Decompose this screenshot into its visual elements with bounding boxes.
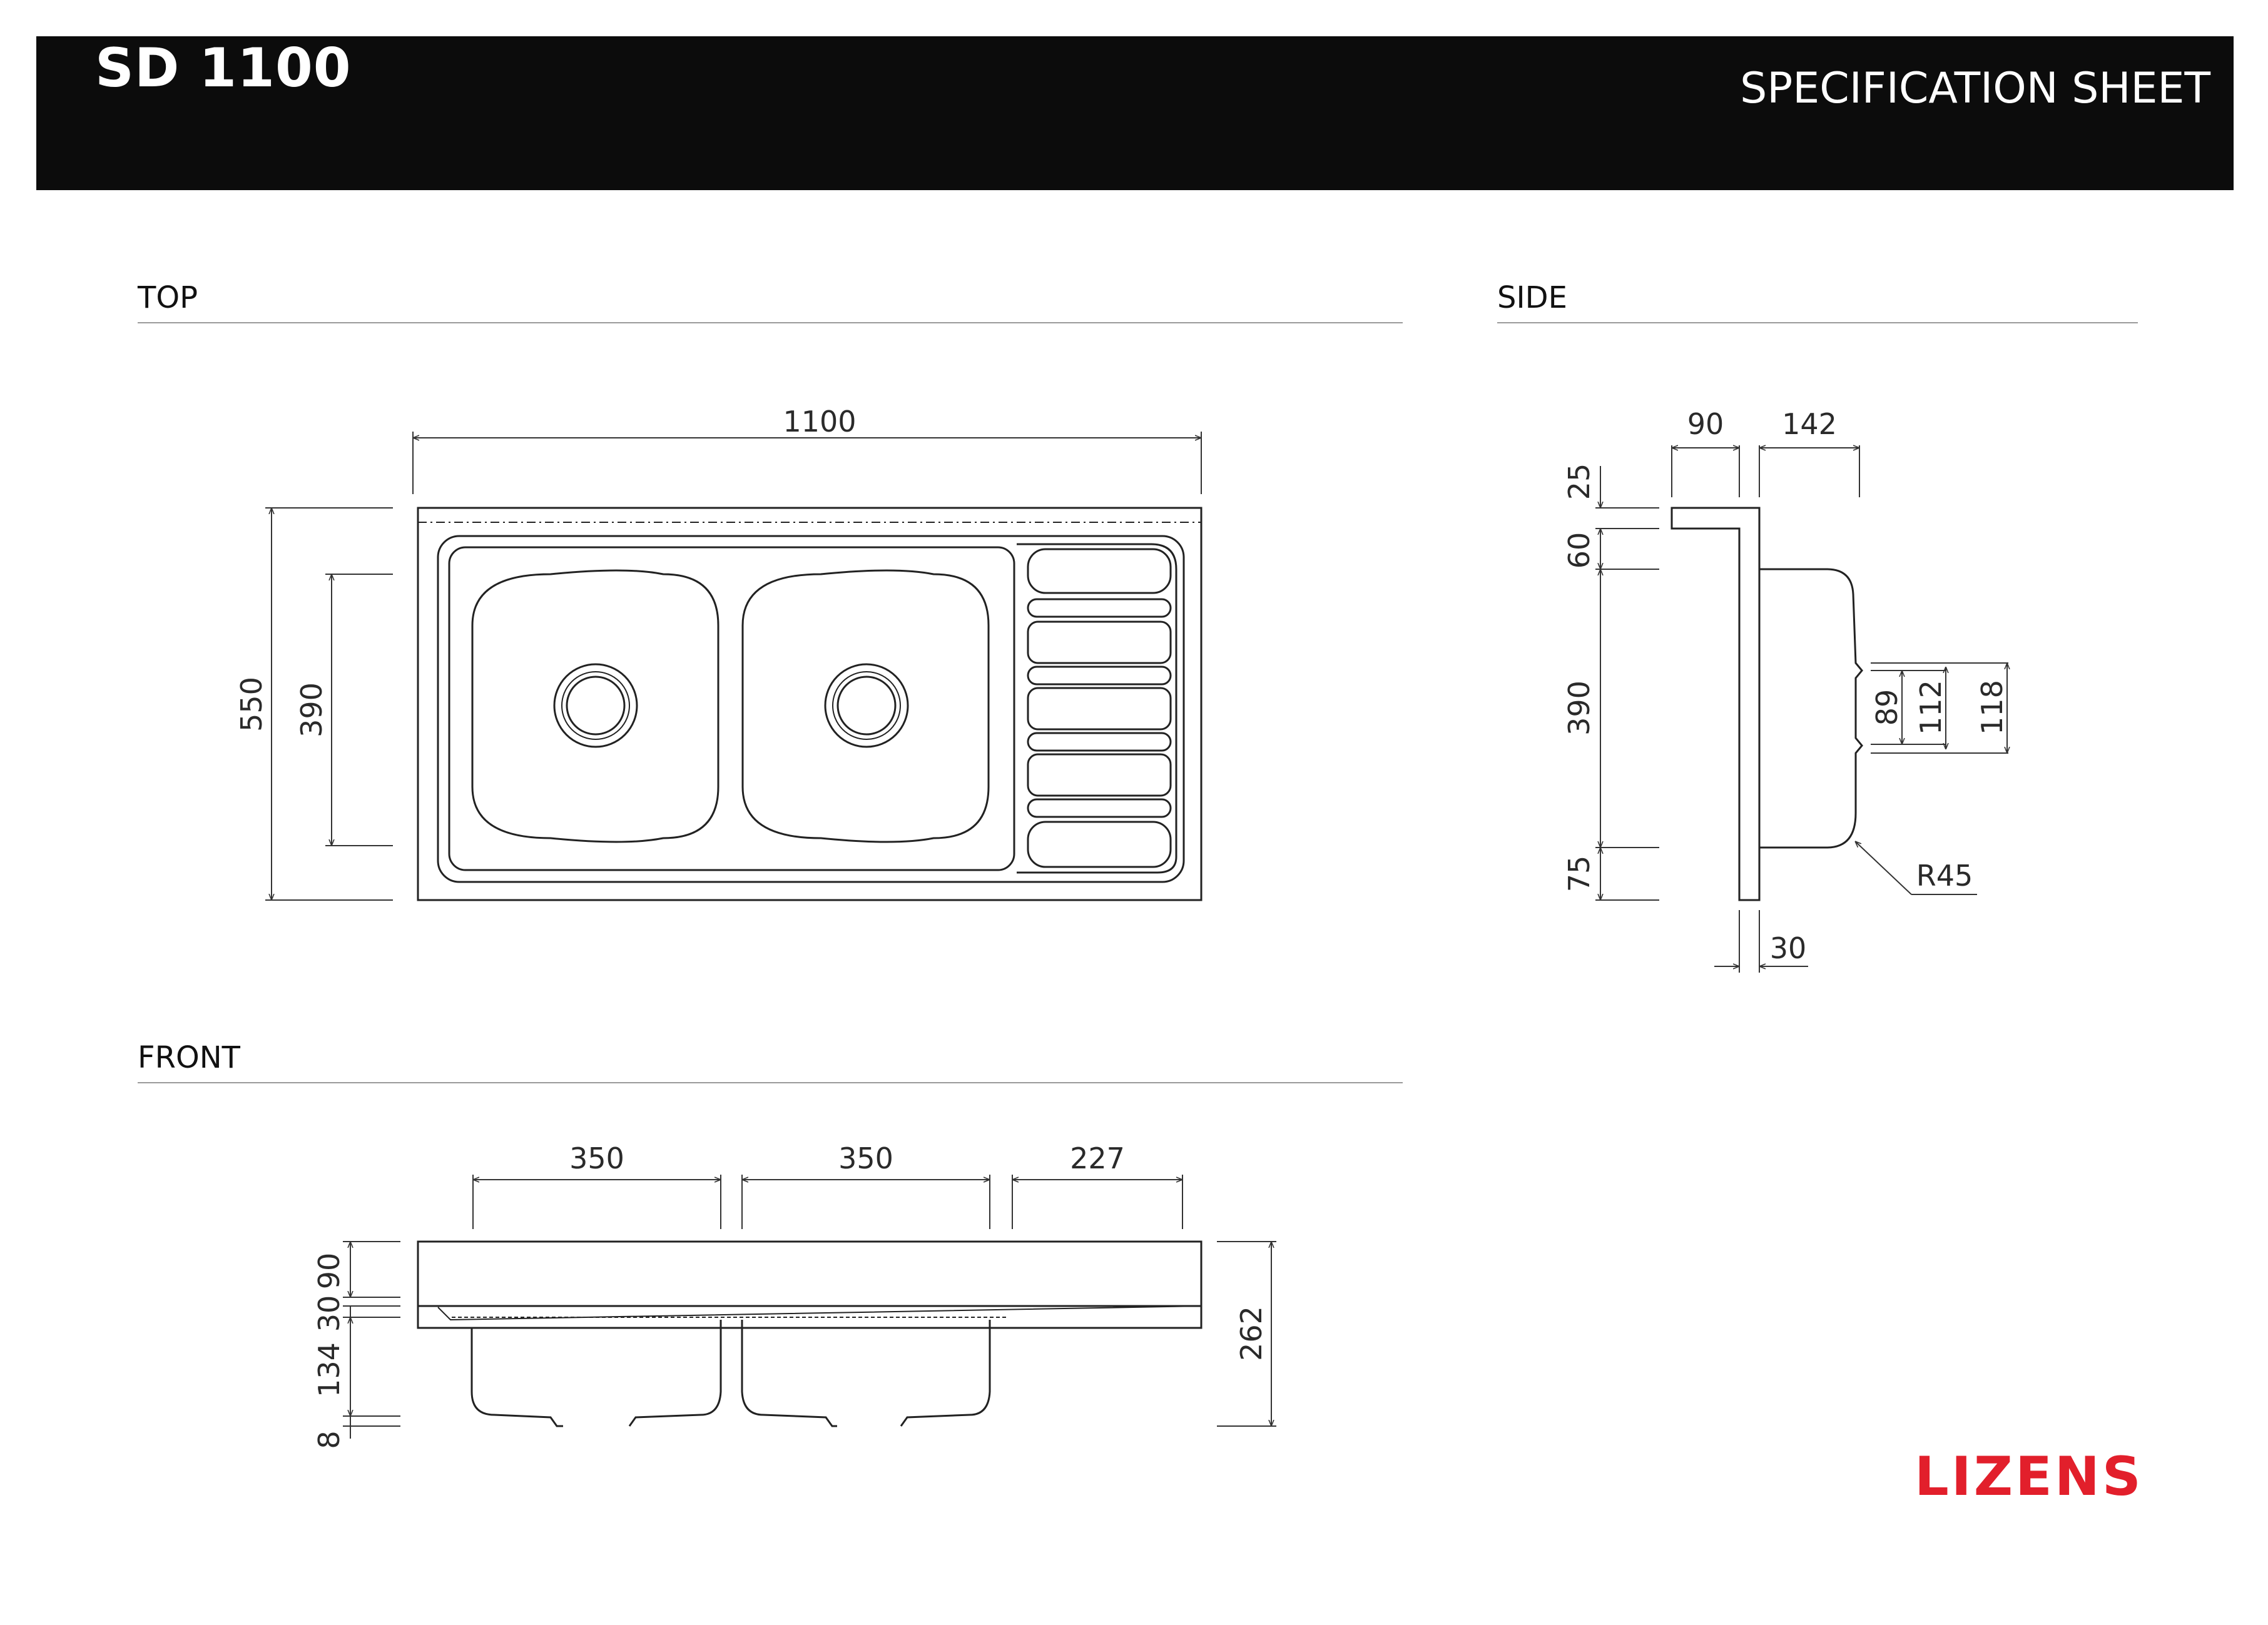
front-dimensions [343,1175,1276,1439]
drainer-rib-6 [1027,732,1172,752]
top-view [417,507,1203,901]
top-drain-2-mid [832,671,901,740]
dim-label-side-lower-gap: 75 [1562,856,1596,893]
dim-label-bowl-1-width: 350 [569,1142,624,1175]
dim-label-side-offset: 142 [1782,407,1837,441]
drainer-rib-8 [1027,798,1172,818]
top-bowl-2 [741,569,990,843]
dim-label-drainer-width: 227 [1070,1142,1125,1175]
lizens-logo: LIZENS [1915,1445,2143,1508]
section-rule-front [138,1082,1403,1083]
dim-label-front-bowl-depth: 134 [312,1342,346,1397]
top-drain-1-outer [553,663,638,748]
section-label-side: SIDE [1497,280,1567,315]
dim-label-front-foot: 8 [312,1430,346,1449]
top-dimensions [265,432,1202,901]
dim-label-bowl-2-width: 350 [838,1142,893,1175]
dim-label-front-total-height: 262 [1234,1306,1268,1361]
drainer-rib-4 [1027,666,1172,686]
front-bowl-1-left [470,1328,563,1427]
dim-label-top-depth: 550 [235,677,268,732]
dim-label-side-upper-gap: 60 [1562,532,1596,569]
section-label-front: FRONT [138,1040,240,1075]
side-profile [1670,507,1761,901]
top-outer-outline [417,507,1203,901]
dim-label-side-rim: 90 [1687,407,1724,441]
top-drain-2-inner [837,676,897,736]
drainer-rib-9 [1027,821,1172,868]
dim-label-drain-112: 112 [1914,680,1948,735]
front-outline [417,1240,1203,1329]
front-bowl-1-right [628,1320,722,1427]
drainer-rib-2 [1027,598,1172,618]
side-view [1670,507,1863,901]
dim-label-side-top-edge: 25 [1562,463,1596,500]
top-tray-outline [437,535,1185,883]
dim-label-top-bowl-depth: 390 [295,682,328,737]
front-bowl-2-right [900,1320,991,1427]
sheet-type-label: SPECIFICATION SHEET [1740,64,2210,113]
front-view [417,1240,1203,1427]
drainer-rib-1 [1027,548,1172,594]
dim-label-front-deck: 30 [312,1295,346,1332]
dim-label-drain-89: 89 [1870,689,1904,726]
dim-label-top-width: 1100 [783,405,856,438]
header-bar [36,36,2234,190]
top-drain-1-inner [566,676,626,736]
front-deck-slope [437,1305,1202,1321]
side-bowl-profile [1759,568,1863,849]
front-bowl-2-left [741,1320,837,1427]
top-drain-2-outer [824,663,909,748]
drainer-rib-7 [1027,753,1172,797]
product-title: SD 1100 [95,37,352,99]
top-drain-1-mid [561,671,630,740]
section-rule-top [138,322,1403,323]
drainer-rib-3 [1027,620,1172,664]
dim-label-side-thickness: 30 [1770,931,1807,965]
top-bowl-1 [471,569,720,843]
top-bowl-area-outline [448,546,1015,871]
dim-label-corner-radius: R45 [1916,859,1973,893]
drainer-rib-5 [1027,687,1172,731]
dim-label-front-rim-height: 90 [312,1253,346,1290]
section-label-top: TOP [138,280,198,315]
top-drainer-outline [1017,543,1177,874]
section-rule-side [1497,322,2138,323]
side-dimensions [1595,445,2008,973]
dim-r45-leader [1855,841,1912,895]
dim-label-drain-118: 118 [1975,680,2009,735]
dim-label-side-bowl-height: 390 [1562,681,1596,736]
